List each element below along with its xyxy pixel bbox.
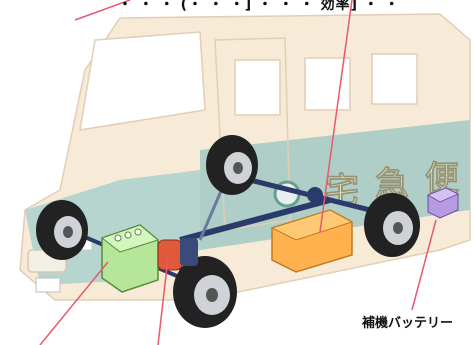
leader-line-motor — [157, 257, 169, 345]
wheel-rear-right — [364, 193, 420, 257]
wheel-front-right — [173, 256, 237, 328]
electric-motor — [157, 238, 198, 271]
top-callout-label: ・ ・ ・ (・ ・ ・] ・ ・ ・ 効率] ・ ・ — [118, 0, 400, 13]
aux-battery — [427, 187, 459, 219]
leader-line-top-left — [74, 0, 131, 21]
leader-lines — [39, 0, 437, 345]
aux-battery-label: 補機バッテリー — [362, 316, 454, 331]
wheel-front-left — [36, 200, 88, 260]
leader-line-battery — [319, 0, 353, 233]
leader-line-aux-battery — [411, 219, 437, 311]
wheel-rear-left — [206, 135, 258, 195]
window-1 — [234, 59, 281, 116]
motor-unit — [100, 224, 160, 293]
leader-line-motor-unit — [39, 261, 109, 345]
window-3 — [371, 53, 418, 105]
main-battery — [270, 209, 354, 273]
